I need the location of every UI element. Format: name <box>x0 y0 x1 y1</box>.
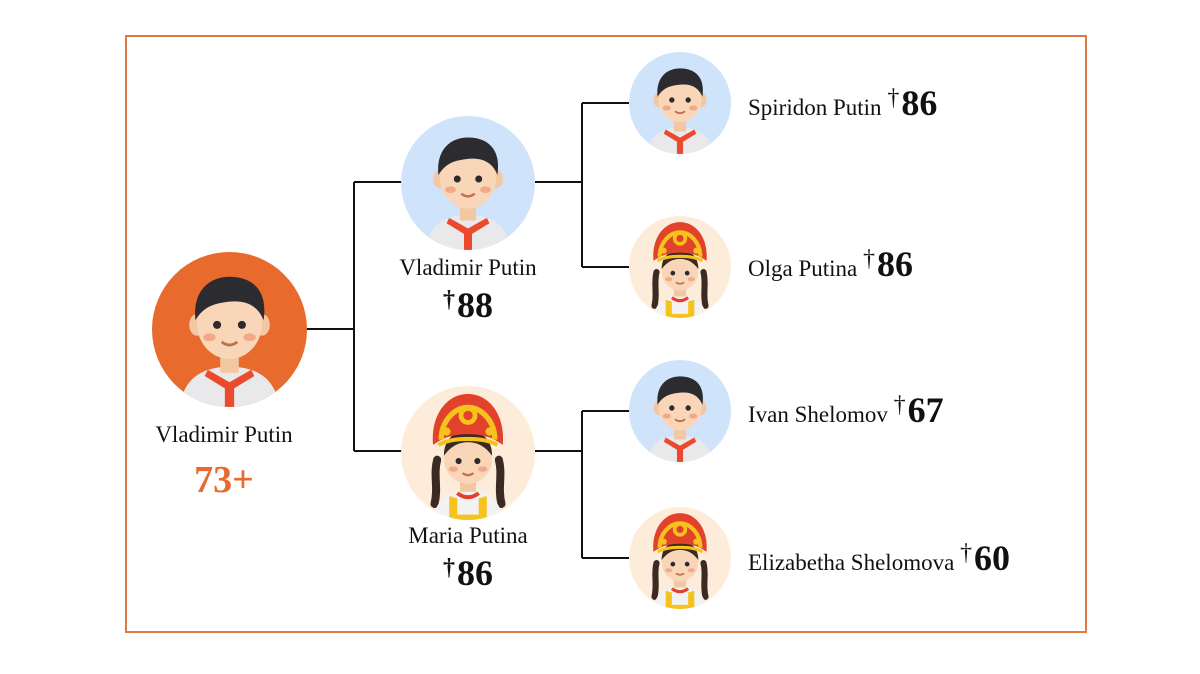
mother-age: †86 <box>443 552 493 594</box>
elizabetha-avatar-icon <box>629 507 731 609</box>
father-avatar-icon <box>401 116 535 250</box>
olga-label: Olga Putina †86 <box>748 243 913 285</box>
mother-age-value: 86 <box>457 553 493 593</box>
ivan-age: 67 <box>907 390 944 430</box>
father-age-value: 88 <box>457 285 493 325</box>
mother-name: Maria Putina <box>408 523 528 548</box>
ivan-avatar-icon <box>629 360 731 462</box>
spiridon-avatar-icon <box>629 52 731 154</box>
ivan-dagger: † <box>893 392 906 418</box>
father-dagger: † <box>443 287 455 313</box>
spiridon-dagger: † <box>887 85 900 111</box>
root-age: 73+ <box>194 459 254 501</box>
elizabetha-age: 60 <box>974 538 1011 578</box>
olga-name: Olga Putina <box>748 256 858 281</box>
root-name: Vladimir Putin <box>155 422 293 447</box>
ivan-label: Ivan Shelomov †67 <box>748 389 944 431</box>
olga-dagger: † <box>863 246 875 272</box>
mother-dagger: † <box>443 555 455 581</box>
olga-avatar-icon <box>629 216 731 318</box>
olga-age: 86 <box>877 244 913 284</box>
spiridon-label: Spiridon Putin †86 <box>748 82 937 124</box>
father-name: Vladimir Putin <box>399 255 537 280</box>
elizabetha-label: Elizabetha Shelomova †60 <box>748 537 1010 579</box>
ivan-name: Ivan Shelomov <box>748 402 888 427</box>
spiridon-name: Spiridon Putin <box>748 95 882 120</box>
chart-frame <box>125 35 1087 633</box>
elizabetha-name: Elizabetha Shelomova <box>748 550 955 575</box>
mother-avatar-icon <box>401 386 535 520</box>
spiridon-age: 86 <box>901 83 938 123</box>
father-age: †88 <box>443 284 493 326</box>
elizabetha-dagger: † <box>960 540 973 566</box>
root-avatar-icon <box>152 252 307 407</box>
